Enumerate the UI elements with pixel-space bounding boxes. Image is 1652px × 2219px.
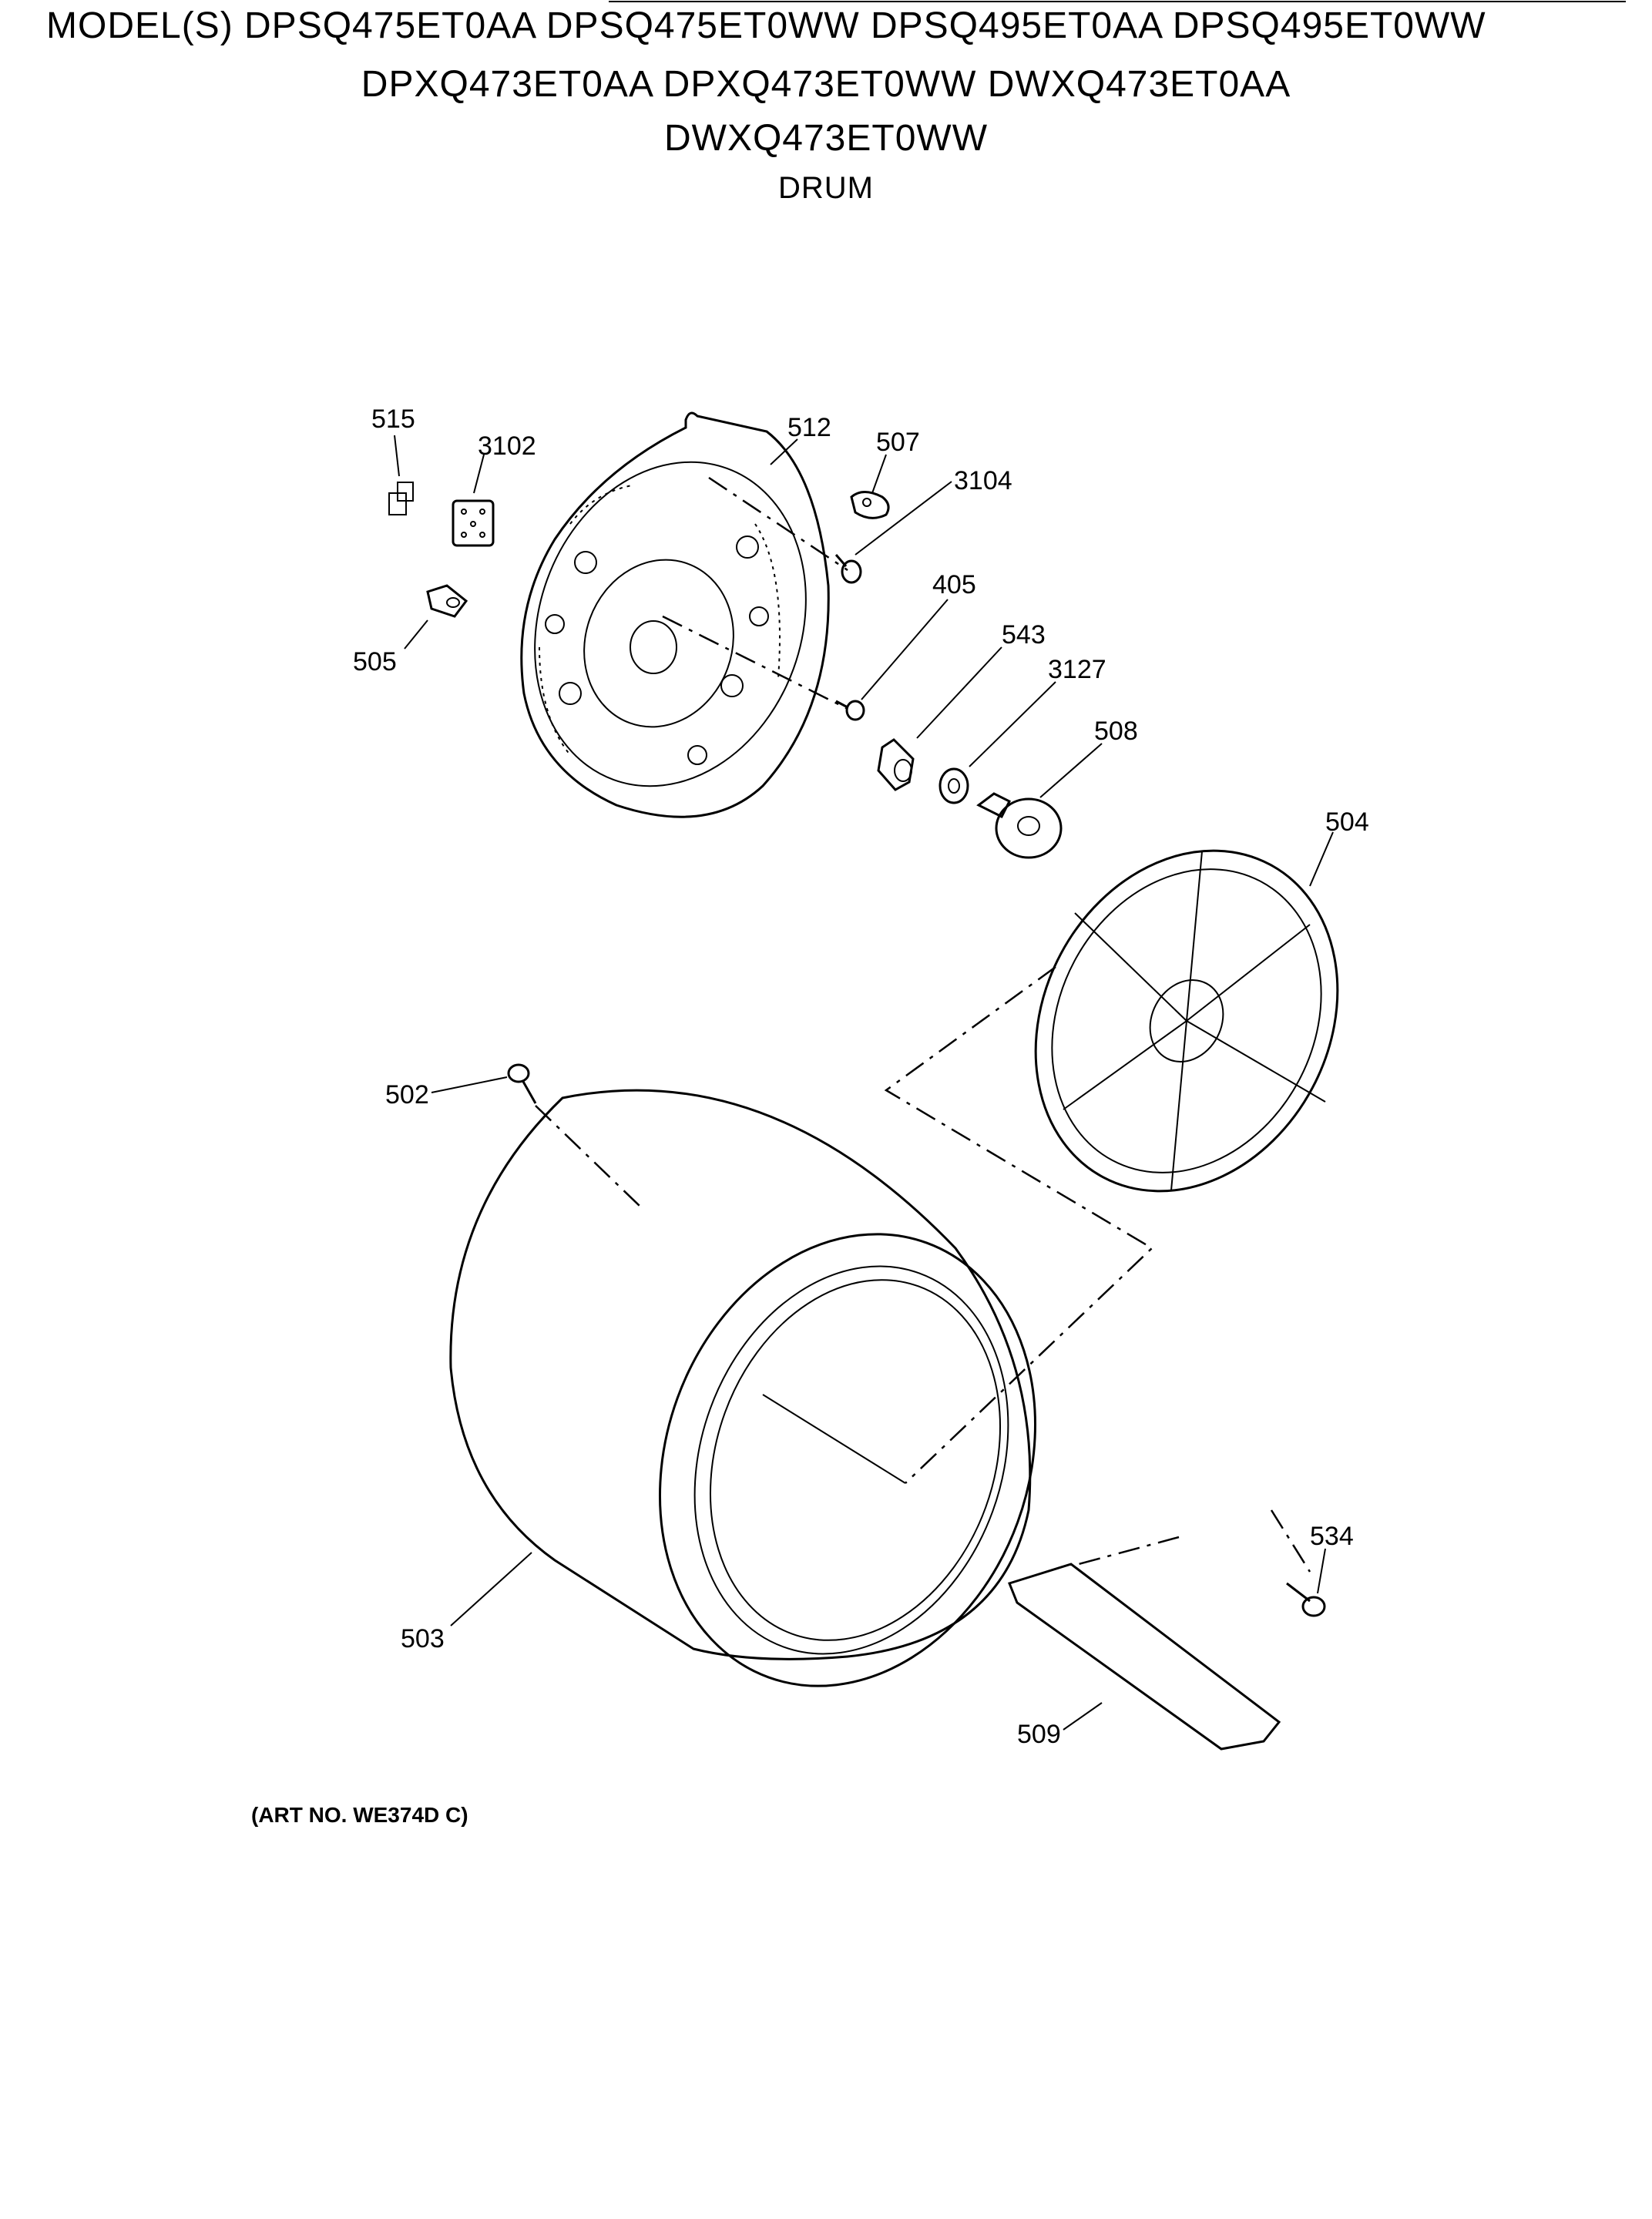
axis-line-3104 — [708, 476, 848, 572]
callout-502: 502 — [385, 1080, 429, 1110]
callout-507: 507 — [876, 428, 920, 457]
screw-502 — [507, 1063, 537, 1104]
part-3102 — [452, 499, 495, 547]
callout-543: 543 — [1002, 620, 1046, 650]
callout-3104: 3104 — [954, 466, 1012, 495]
art-number: (ART NO. WE374D C) — [251, 1803, 468, 1827]
callout-505: 505 — [353, 647, 397, 676]
callout-515: 515 — [371, 405, 415, 434]
panel-alignment-line — [884, 965, 1154, 1484]
callout-3102: 3102 — [478, 431, 536, 461]
screw-534 — [1286, 1582, 1326, 1617]
screw-405 — [835, 700, 865, 721]
bearing-543 — [877, 738, 915, 791]
axis-line-405 — [662, 615, 848, 710]
part-507 — [850, 491, 890, 519]
callout-504: 504 — [1325, 807, 1369, 837]
callout-508: 508 — [1094, 717, 1138, 746]
rear-drum-head-512 — [520, 411, 830, 818]
callout-503: 503 — [401, 1624, 445, 1653]
models-line-2: DPXQ473ET0AA DPXQ473ET0WW DWXQ473ET0AA — [361, 64, 1291, 105]
screw-3104 — [834, 554, 862, 584]
baffle-509 — [1008, 1536, 1281, 1751]
axis-line-534 — [1270, 1509, 1311, 1573]
callout-3127: 3127 — [1048, 655, 1106, 684]
callout-405: 405 — [932, 570, 976, 599]
callout-509: 509 — [1017, 1720, 1061, 1749]
section-title: DRUM — [778, 171, 874, 205]
callout-512: 512 — [787, 413, 831, 442]
callout-534: 534 — [1310, 1522, 1354, 1551]
models-line-3: DWXQ473ET0WW — [663, 118, 989, 159]
front-drum-panel-504 — [1034, 849, 1339, 1193]
part-515 — [388, 482, 414, 515]
drum-503 — [449, 1089, 1037, 1687]
shaft-508 — [976, 792, 1063, 859]
part-505 — [426, 584, 468, 618]
leader-lines — [394, 435, 1334, 1731]
axis-line-502 — [535, 1105, 640, 1207]
models-line-1: MODEL(S) DPSQ475ET0AA DPSQ475ET0WW DPSQ4… — [46, 5, 1486, 46]
washer-3127 — [938, 767, 969, 804]
